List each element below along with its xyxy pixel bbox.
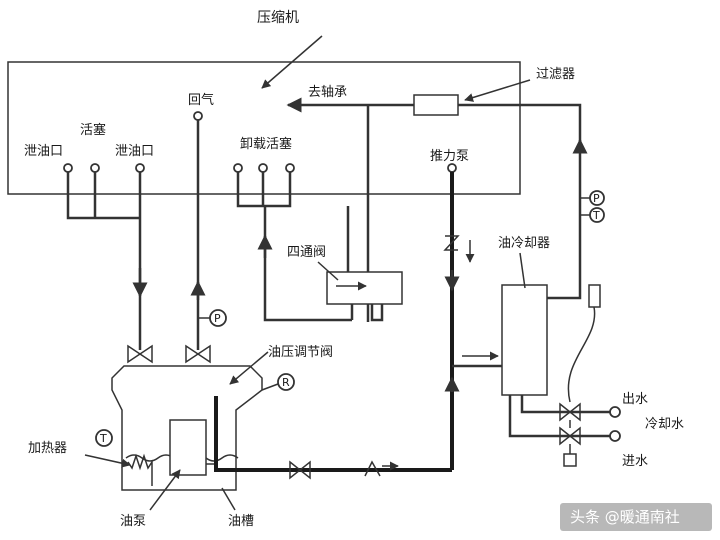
valve-mid bbox=[185, 344, 211, 364]
gauge-t-left bbox=[95, 429, 113, 447]
oil-pressure-pointer bbox=[229, 351, 269, 385]
valve-left bbox=[127, 344, 153, 364]
label-water-in: 进水 bbox=[622, 454, 648, 469]
four-way-valve-stem bbox=[346, 206, 384, 322]
unload-manifold bbox=[236, 172, 292, 208]
label-oil-cooler: 油冷却器 bbox=[498, 236, 550, 251]
label-unload-piston: 卸载活塞 bbox=[240, 136, 292, 152]
return-gas-port bbox=[193, 111, 203, 121]
oil-tank-pointer bbox=[221, 487, 236, 511]
filter-box bbox=[413, 94, 459, 116]
filter-to-right bbox=[458, 103, 582, 142]
label-oil-inlet-right: 泄油口 bbox=[115, 144, 154, 159]
filter-pointer bbox=[464, 79, 531, 102]
oil-cooler-pointer bbox=[519, 252, 526, 289]
piston-manifold bbox=[66, 172, 142, 350]
right-vertical bbox=[547, 200, 582, 300]
label-thrust-pump: 推力泵 bbox=[430, 149, 469, 164]
water-in-port bbox=[609, 430, 621, 442]
cooler-water-in bbox=[508, 395, 610, 438]
four-way-valve-box bbox=[326, 271, 403, 305]
oil-pump-box bbox=[169, 419, 207, 476]
water-out-port bbox=[609, 406, 621, 418]
gauge-r-link bbox=[261, 383, 279, 391]
heater-pointer bbox=[84, 454, 131, 468]
four-way-valve-pointer bbox=[317, 261, 339, 281]
temp-sensor bbox=[588, 284, 601, 308]
watermark: 头条 @暖通南社 bbox=[570, 508, 680, 526]
thrust-pump-port bbox=[447, 163, 457, 173]
unload-port-1 bbox=[233, 163, 243, 173]
label-compressor: 压缩机 bbox=[257, 10, 299, 26]
gauge-p-right-text: P bbox=[593, 192, 600, 205]
gauge-t-left-text: T bbox=[99, 432, 107, 445]
thrust-check-symbol bbox=[443, 235, 460, 251]
oil-cooler-box bbox=[501, 284, 548, 396]
heater-coil bbox=[127, 453, 153, 486]
pump-outlet bbox=[214, 396, 452, 472]
oil-pump-pointer bbox=[149, 469, 181, 511]
label-return-gas: 回气 bbox=[188, 92, 214, 108]
gauge-p-mid-text: P bbox=[214, 312, 221, 325]
water-valve-actuator bbox=[563, 453, 577, 467]
unload-port-2 bbox=[258, 163, 268, 173]
temp-sensor-wire bbox=[567, 306, 596, 403]
port-left-1 bbox=[63, 163, 73, 173]
label-four-way-valve: 四通阀 bbox=[287, 245, 326, 260]
label-cooling-water: 冷却水 bbox=[645, 417, 684, 432]
label-water-out: 出水 bbox=[622, 392, 648, 407]
label-oil-inlet-left: 泄油口 bbox=[24, 144, 63, 159]
label-piston: 活塞 bbox=[80, 122, 106, 138]
valve-bottom bbox=[289, 460, 311, 480]
water-valve-top bbox=[559, 402, 581, 422]
watermark-bg bbox=[560, 503, 712, 531]
unload-port-3 bbox=[285, 163, 295, 173]
label-filter: 过滤器 bbox=[536, 67, 575, 82]
check-valve-bottom bbox=[364, 460, 381, 477]
label-oil-pump: 油泵 bbox=[120, 514, 146, 529]
port-left-2 bbox=[90, 163, 100, 173]
gauge-r bbox=[277, 373, 295, 391]
label-to-bearing: 去轴承 bbox=[308, 85, 347, 100]
port-left-3 bbox=[135, 163, 145, 173]
label-heater: 加热器 bbox=[28, 441, 67, 456]
gauge-links-right bbox=[580, 197, 590, 216]
label-oil-pressure-valve: 油压调节阀 bbox=[268, 345, 333, 360]
gauge-r-text: R bbox=[282, 376, 290, 389]
water-valve-bottom bbox=[559, 426, 581, 446]
compressor-pointer bbox=[261, 35, 323, 89]
gauge-t-right-text: T bbox=[592, 209, 600, 222]
label-oil-tank: 油槽 bbox=[228, 514, 254, 529]
